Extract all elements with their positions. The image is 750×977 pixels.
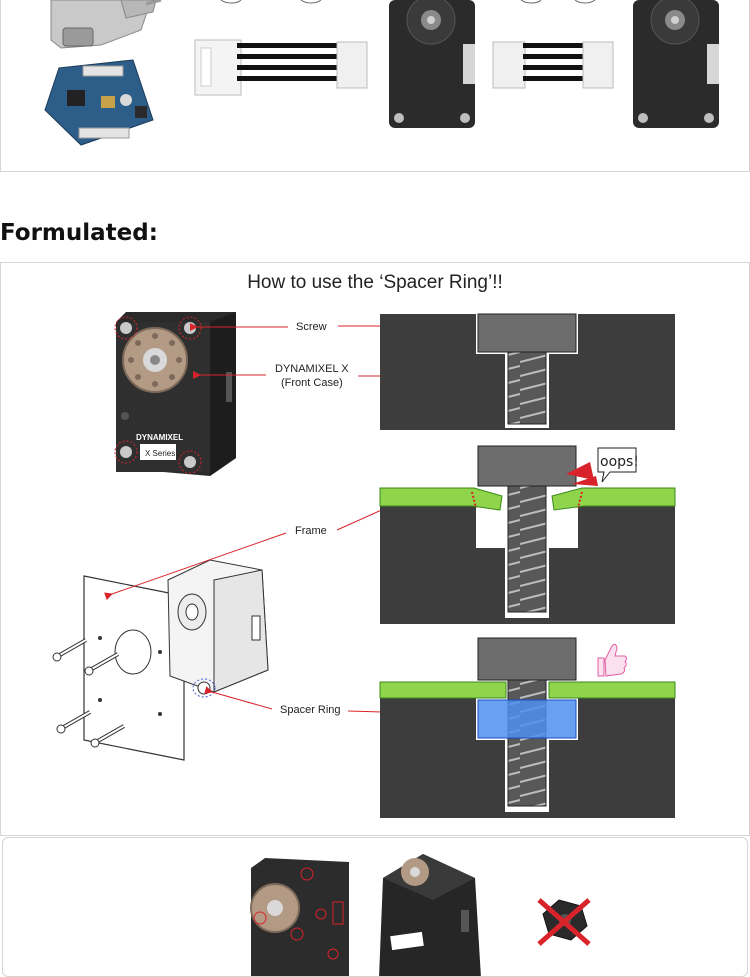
usb-adapter-icon xyxy=(50,0,162,49)
figure-title: How to use the ‘Spacer Ring’!! xyxy=(247,272,503,293)
servo-icon xyxy=(250,858,349,976)
controller-board-icon xyxy=(44,59,154,146)
mounting-points-figure xyxy=(250,854,591,976)
no-nut-icon xyxy=(537,898,591,946)
cable-icon xyxy=(194,0,368,96)
servo-icon xyxy=(633,0,719,128)
mounting-points-panel xyxy=(2,837,748,977)
spacer-ring-figure-panel xyxy=(0,262,750,836)
cable-icon xyxy=(492,0,614,89)
connection-diagram-panel xyxy=(0,0,750,172)
section-heading: Formulated: xyxy=(0,220,158,246)
connection-diagram xyxy=(44,0,719,146)
servo-icon xyxy=(379,854,481,976)
servo-icon xyxy=(389,0,475,128)
